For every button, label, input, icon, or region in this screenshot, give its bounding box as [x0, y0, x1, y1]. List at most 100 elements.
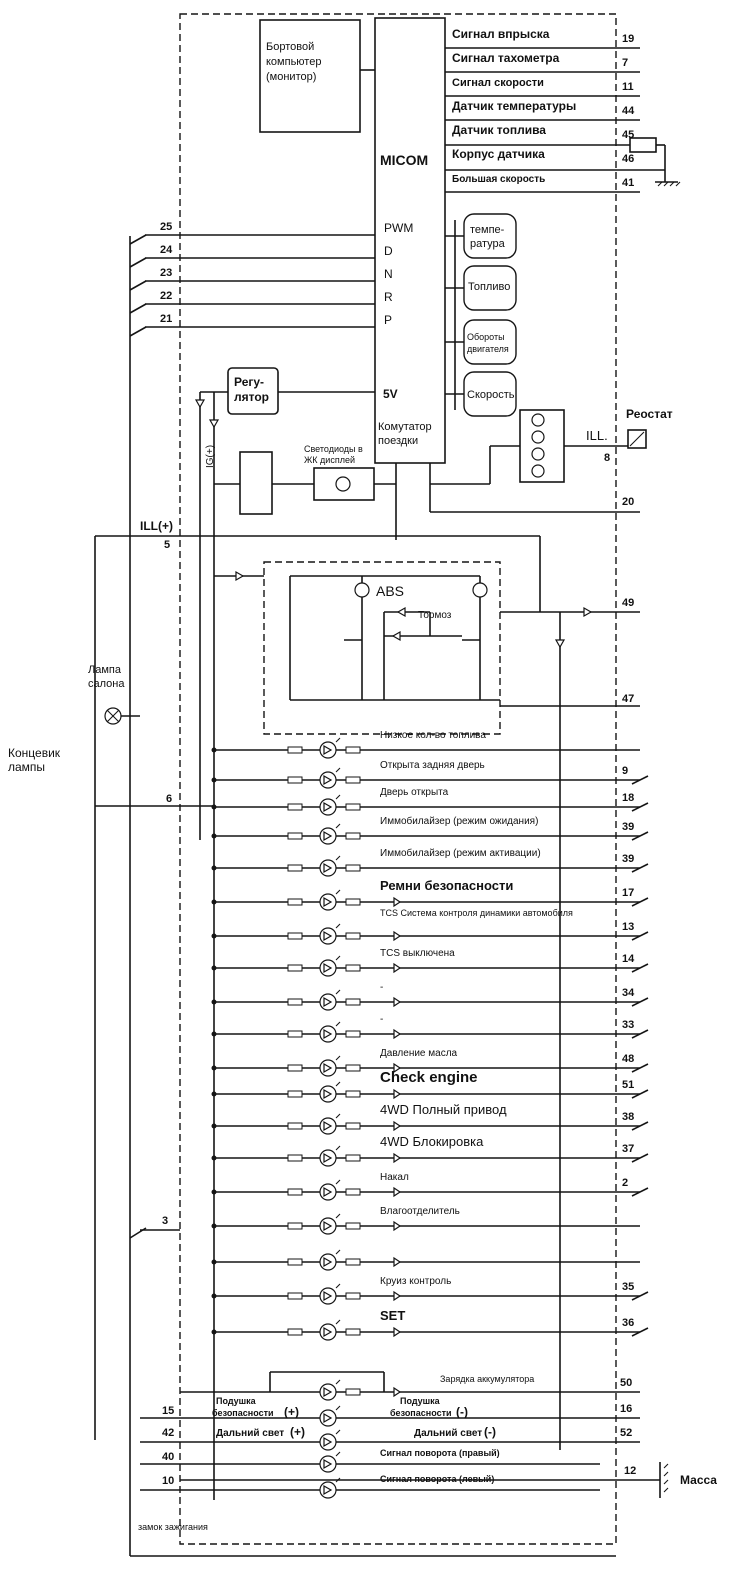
- airbag-plus-pin: 15: [162, 1405, 174, 1417]
- indicator-row-4: Иммобилайзер (режим активации) 39: [211, 847, 649, 877]
- indicator-lamp-icon-7: [319, 955, 341, 977]
- airbag-minus-line-1: Подушка: [400, 1396, 441, 1406]
- ill-plus-line: ILL(+) 5: [94, 519, 540, 1440]
- indicator-row-0: Низкое кол-во топлива: [211, 730, 640, 759]
- cluster-boundary: [179, 13, 617, 1545]
- indicator-label-6: TCS Система контроля динамики автомобиля: [380, 908, 573, 918]
- cabin-lamp-area: Лампа салона Концевик лампы 6: [8, 664, 214, 807]
- battery-label: Зарядка аккумулятора: [440, 1374, 534, 1384]
- highbeam-plus-sign: (+): [290, 1425, 305, 1439]
- gauge-rpm-line-2: двигателя: [467, 344, 509, 354]
- indicator-row-18: SET 36: [211, 1308, 649, 1341]
- signal-pin-5: 46: [622, 153, 634, 165]
- indicator-pin-1: 9: [622, 765, 628, 777]
- indicator-label-18: SET: [380, 1308, 405, 1323]
- indicator-label-13: 4WD Блокировка: [380, 1134, 484, 1149]
- highbeam-minus-label: Дальний свет: [414, 1428, 482, 1439]
- airbag-plus-line-2: безопасности: [212, 1408, 274, 1418]
- ill-plus-label: ILL(+): [140, 519, 173, 533]
- micom-label: MICOM: [380, 152, 428, 168]
- gear-label-3: R: [384, 290, 393, 304]
- gauge-fuel-label: Топливо: [468, 281, 510, 293]
- indicator-pin-8: 34: [622, 987, 635, 999]
- signal-pin-6: 41: [622, 177, 634, 189]
- lcd-leds-line-1: Светодиоды в: [304, 444, 363, 454]
- indicator-label-14: Накал: [380, 1172, 409, 1183]
- signal-label-6: Большая скорость: [452, 174, 545, 185]
- turn-right-row: Сигнал поворота (правый)40: [140, 1448, 600, 1473]
- turn-right-lamp-icon: [319, 1451, 341, 1473]
- gear-pin-2: 23: [160, 267, 172, 279]
- indicator-lamp-icon-12: [319, 1113, 341, 1135]
- indicator-row-3: Иммобилайзер (режим ожидания)39: [211, 815, 649, 845]
- airbag-minus-pin: 16: [620, 1403, 632, 1415]
- signal-label-1: Сигнал тахометра: [452, 51, 560, 65]
- indicator-pin-13: 37: [622, 1143, 634, 1155]
- turn-right-pin: 40: [162, 1451, 174, 1463]
- pin-5-label: 5: [164, 539, 170, 551]
- indicator-lamp-icon-8: [319, 989, 341, 1011]
- indicator-label-5: Ремни безопасности: [380, 878, 513, 893]
- indicator-lamp-icon-2: [319, 794, 341, 816]
- indicator-lamp-icon-1: [319, 767, 341, 789]
- signal-label-3: Датчик температуры: [452, 99, 576, 113]
- five-v-label: 5V: [383, 387, 398, 401]
- turn-left-lamp-icon: [319, 1477, 341, 1499]
- indicator-label-3: Иммобилайзер (режим ожидания): [380, 815, 538, 827]
- indicator-label-0: Низкое кол-во топлива: [380, 730, 486, 741]
- highbeam-plus-pin: 42: [162, 1427, 174, 1439]
- indicator-pin-9: 33: [622, 1019, 634, 1031]
- indicator-pin-6: 13: [622, 921, 634, 933]
- pin-49-label: 49: [622, 597, 634, 609]
- onboard-computer-line-3: (монитор): [266, 71, 316, 83]
- indicator-pin-12: 38: [622, 1111, 634, 1123]
- indicator-lamp-icon-16: [319, 1249, 341, 1271]
- indicator-row-5: Ремни безопасности 17: [211, 878, 649, 911]
- indicator-pin-4: 39: [622, 853, 634, 865]
- gear-pin-0: 25: [160, 221, 172, 233]
- indicator-lamp-icon-13: [319, 1145, 341, 1167]
- indicator-label-1: Открыта задняя дверь: [380, 760, 485, 771]
- abs-brake-block: ABS Тормоз 49 47: [214, 536, 640, 1450]
- indicator-label-8: -: [380, 982, 383, 993]
- gauge-temp-line-1: темпе-: [470, 224, 505, 236]
- gear-label-1: D: [384, 244, 393, 258]
- onboard-computer-block: Бортовой компьютер (монитор): [259, 19, 361, 133]
- indicator-row-6: TCS Система контроля динамики автомобиля…: [211, 908, 649, 945]
- indicator-label-4: Иммобилайзер (режим активации): [380, 847, 541, 859]
- airbag-minus-line-2: безопасности: [390, 1408, 452, 1418]
- signal-label-0: Сигнал впрыска: [452, 27, 550, 41]
- indicator-pin-5: 17: [622, 887, 634, 899]
- indicator-lamp-icon-11: [319, 1081, 341, 1103]
- gear-pin-3: 22: [160, 290, 172, 302]
- pin-8-label: 8: [604, 452, 610, 464]
- battery-pin: 50: [620, 1377, 632, 1389]
- indicator-label-7: TCS выключена: [380, 948, 455, 959]
- indicator-row-8: - 34: [211, 982, 649, 1011]
- indicator-lamp-icon-9: [319, 1021, 341, 1043]
- indicator-label-17: Круиз контроль: [380, 1276, 451, 1287]
- onboard-computer-line-1: Бортовой: [266, 41, 314, 53]
- pin-6-label: 6: [166, 793, 172, 805]
- airbag-plus-line-1: Подушка: [216, 1396, 257, 1406]
- rheostat-label: Реостат: [626, 407, 673, 421]
- micom-block: MICOM 5V Комутатор поездки: [374, 17, 446, 464]
- indicator-label-10: Давление масла: [380, 1048, 458, 1059]
- indicator-lamp-icon-6: [319, 923, 341, 945]
- onboard-computer-line-2: компьютер: [266, 56, 321, 68]
- indicator-row-12: 4WD Полный привод 38: [211, 1102, 649, 1135]
- indicator-row-15: Влагоотделитель: [211, 1206, 640, 1235]
- gauge-rpm-line-1: Обороты: [467, 332, 505, 342]
- indicator-label-15: Влагоотделитель: [380, 1206, 460, 1217]
- indicator-pin-18: 36: [622, 1317, 634, 1329]
- gear-label-4: P: [384, 313, 392, 327]
- ig-label: IG(+): [205, 445, 216, 468]
- indicator-label-12: 4WD Полный привод: [380, 1102, 507, 1117]
- highbeam-minus-sign: (-): [484, 1425, 496, 1439]
